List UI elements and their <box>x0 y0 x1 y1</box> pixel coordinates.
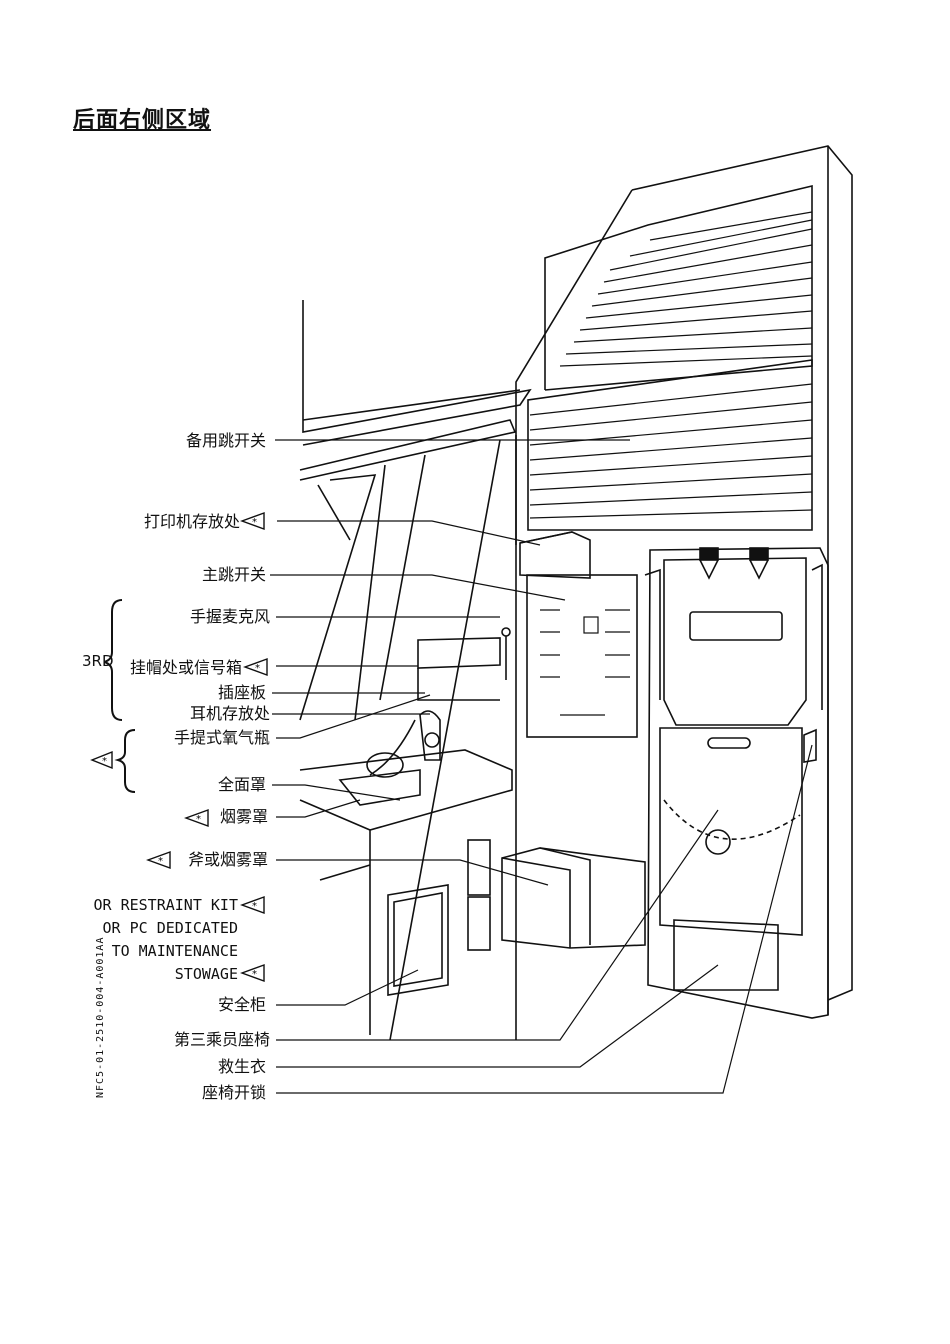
label-portable-oxygen: 手提式氧气瓶 <box>173 728 270 747</box>
svg-text:*: * <box>252 969 257 980</box>
label-restraint-line-3: TO MAINTENANCE <box>111 942 238 960</box>
label-full-face-mask: 全面罩 <box>217 775 266 794</box>
svg-text:*: * <box>158 856 163 867</box>
label-safety-cabinet: 安全柜 <box>217 995 266 1014</box>
group-label-3rd: 3RD <box>82 652 114 670</box>
label-standby-breaker: 备用跳开关 <box>185 431 266 450</box>
star-note-icon: * <box>240 896 265 914</box>
star-note-icon: * <box>240 512 265 530</box>
label-headset-stowage: 耳机存放处 <box>189 704 270 723</box>
label-seat-unlock: 座椅开锁 <box>201 1083 266 1102</box>
svg-text:*: * <box>252 901 257 912</box>
star-note-icon: * <box>184 809 209 827</box>
document-id: NFC5-01-2510-004-A001AA <box>95 936 106 1098</box>
label-printer-stowage: 打印机存放处 <box>143 512 240 531</box>
label-restraint-line-2: OR PC DEDICATED <box>102 919 238 937</box>
svg-text:*: * <box>252 517 257 528</box>
page-title: 后面右侧区域 <box>73 108 212 133</box>
label-main-breaker: 主跳开关 <box>201 565 266 584</box>
star-note-icon: * <box>240 964 265 982</box>
label-restraint-line-1: OR RESTRAINT KIT <box>93 896 239 914</box>
star-note-icon: * <box>90 750 113 770</box>
label-hat-hook: 挂帽处或信号箱 <box>129 658 242 677</box>
star-note-icon: * <box>243 658 268 676</box>
label-life-vest: 救生衣 <box>217 1057 266 1076</box>
label-restraint-line-4: STOWAGE <box>174 965 238 983</box>
label-third-seat: 第三乘员座椅 <box>173 1030 270 1049</box>
svg-text:*: * <box>196 814 201 825</box>
svg-text:*: * <box>255 663 260 674</box>
label-handheld-mic: 手握麦克风 <box>189 607 270 626</box>
svg-text:*: * <box>102 756 107 767</box>
label-axe-or-smoke-hood: 斧或烟雾罩 <box>187 850 268 869</box>
star-note-icon: * <box>146 851 171 869</box>
label-smoke-hood: 烟雾罩 <box>219 807 268 826</box>
label-socket-panel: 插座板 <box>217 683 266 702</box>
